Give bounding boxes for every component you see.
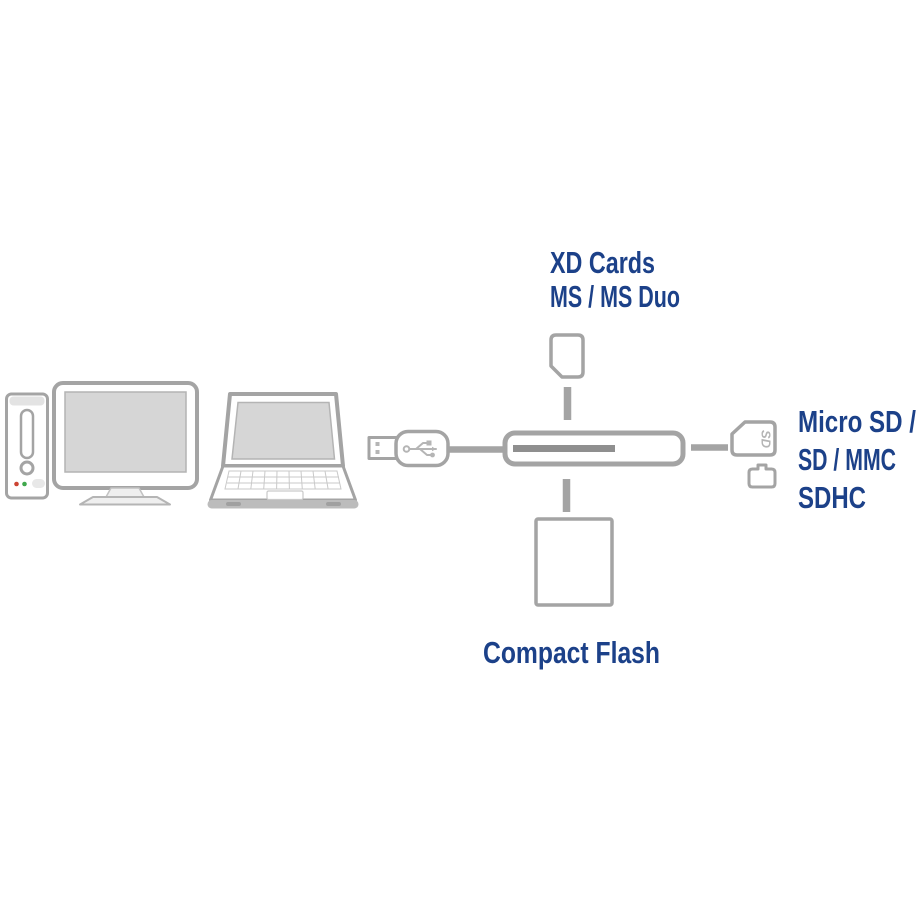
tower-led-green xyxy=(22,481,27,487)
card-reader-icon xyxy=(502,430,686,467)
usb-tip-contact-2 xyxy=(375,450,380,454)
xd-ms-slot: XD Cards MS / MS Duo xyxy=(549,245,680,420)
usb-tip-contact-1 xyxy=(375,442,380,446)
sd-card-icon xyxy=(730,420,777,457)
label-ms-ms-duo: MS / MS Duo xyxy=(550,279,680,314)
label-compact-flash: Compact Flash xyxy=(483,635,660,670)
tower-led-red xyxy=(14,481,19,487)
monitor-icon xyxy=(52,381,199,506)
usb-metal-tip xyxy=(367,436,399,460)
monitor-screen xyxy=(64,391,187,473)
tower-top-cap xyxy=(9,396,45,406)
label-sd-mmc: SD / MMC xyxy=(798,442,896,477)
sd-slot: SD Micro SD / SD / MMC SDHC xyxy=(691,404,916,515)
laptop-screen xyxy=(231,401,336,460)
label-sdhc: SDHC xyxy=(798,480,866,515)
label-xd-cards: XD Cards xyxy=(550,245,655,280)
monitor-stand-neck xyxy=(104,487,146,498)
usb-trident-icon xyxy=(402,440,437,458)
tower-drive-slot xyxy=(19,408,35,460)
laptop-foot-right xyxy=(326,502,341,506)
compact-flash-icon xyxy=(534,517,614,607)
usb-plug-icon xyxy=(367,429,506,468)
desktop-tower-icon xyxy=(5,392,49,500)
memory-card-icon xyxy=(549,333,585,379)
laptop-icon xyxy=(207,392,359,509)
monitor-stand-base xyxy=(79,496,171,506)
laptop-trackpad xyxy=(266,490,304,501)
tower-body xyxy=(5,392,49,500)
label-micro-sd: Micro SD / xyxy=(798,404,916,439)
sd-card-marking: SD xyxy=(759,430,774,449)
laptop-keyboard xyxy=(224,470,342,490)
laptop-bottom-edge xyxy=(207,500,359,509)
compact-flash-slot: Compact Flash xyxy=(483,479,660,670)
tower-eject-button xyxy=(32,479,45,488)
laptop-foot-left xyxy=(226,502,241,506)
card-reader-slot xyxy=(513,445,615,452)
tower-power-button xyxy=(19,460,35,476)
micro-sd-card-icon xyxy=(747,463,777,489)
